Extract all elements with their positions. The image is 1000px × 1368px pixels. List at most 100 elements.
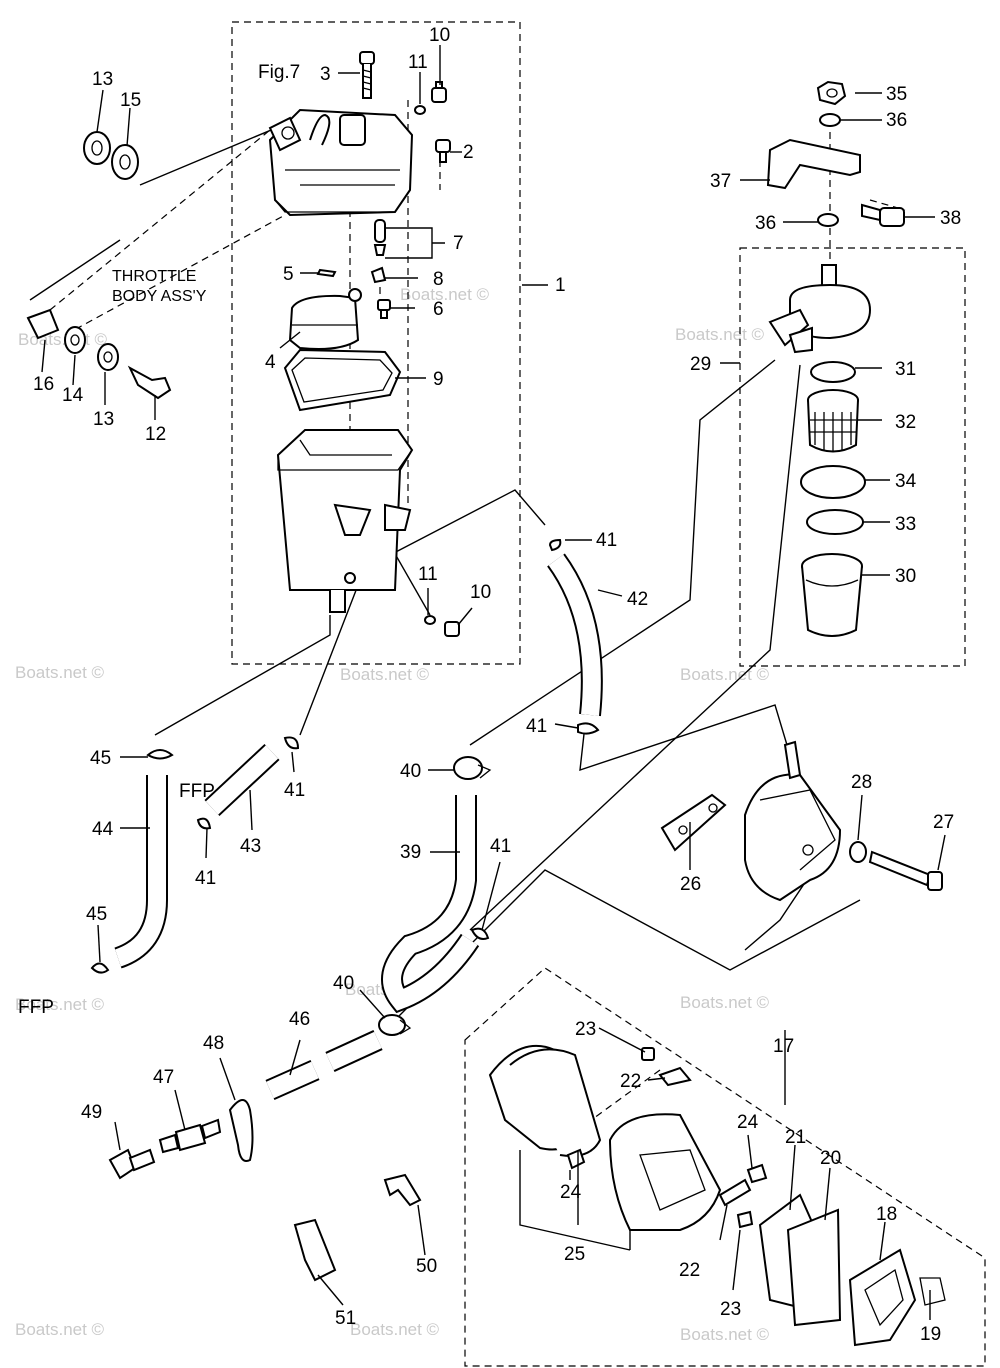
nipple-12[interactable] [127, 365, 172, 400]
screw-23-bottom[interactable] [736, 1210, 754, 1229]
callout-46: 46 [289, 1009, 310, 1030]
o-ring-33[interactable] [806, 509, 864, 535]
holder-51[interactable] [293, 1218, 337, 1282]
callout-40-top: 40 [400, 761, 421, 782]
hose-42[interactable] [547, 553, 603, 717]
clip-41-c[interactable] [283, 736, 300, 750]
screw-24-right[interactable] [746, 1163, 768, 1184]
callout-41-a: 41 [596, 530, 617, 551]
bracket-37[interactable] [766, 138, 861, 190]
seal-14[interactable] [64, 326, 86, 354]
hose-44[interactable] [113, 775, 168, 969]
o-ring-31[interactable] [810, 361, 856, 383]
callout-23-bottom: 23 [720, 1299, 741, 1320]
pump-cap-18[interactable] [848, 1248, 917, 1347]
callout-18: 18 [876, 1204, 897, 1225]
screw-2[interactable] [435, 139, 451, 163]
callout-45-bottom: 45 [86, 904, 107, 925]
callout-11-bottom: 11 [418, 564, 438, 585]
vapor-separator-body[interactable] [276, 429, 414, 613]
screw-6[interactable] [377, 299, 391, 319]
gasket-9[interactable] [283, 348, 402, 412]
screw-10-top[interactable] [431, 81, 447, 103]
screw-19[interactable] [919, 1277, 946, 1306]
callout-17: 17 [773, 1036, 794, 1057]
filter-cup-30[interactable] [801, 553, 863, 637]
washer-11-bottom[interactable] [424, 615, 436, 625]
callout-25: 25 [564, 1244, 585, 1265]
clip-50[interactable] [383, 1173, 422, 1207]
watermark: Boats.net © [15, 1320, 105, 1339]
fuel-pump-17[interactable] [744, 740, 842, 902]
callout-36-top: 36 [886, 110, 907, 131]
washer-36-bottom[interactable] [817, 213, 839, 227]
vapor-separator-cover[interactable] [268, 108, 414, 217]
check-valve-22-top[interactable] [658, 1066, 692, 1087]
washer-11-top[interactable] [414, 105, 426, 115]
clip-41-b[interactable] [577, 722, 600, 735]
watermark: Boats.net © [675, 325, 765, 344]
callout-16: 16 [33, 374, 54, 395]
float-4[interactable] [288, 288, 362, 350]
connector-47[interactable] [158, 1118, 222, 1154]
clip-41-a[interactable] [548, 538, 562, 552]
hose-46[interactable] [265, 1030, 383, 1101]
filter-element-32[interactable] [807, 389, 859, 453]
callout-5: 5 [283, 264, 294, 285]
callout-24-left: 24 [560, 1182, 582, 1203]
bolt-27[interactable] [868, 850, 943, 891]
screw-10-bottom[interactable] [444, 621, 460, 637]
callout-31: 31 [895, 359, 916, 380]
fig7-clip[interactable] [309, 113, 331, 146]
screw-24-left[interactable] [566, 1148, 586, 1170]
callout-41-c: 41 [284, 780, 305, 801]
plug-49[interactable] [108, 1148, 156, 1180]
bolt-38[interactable] [861, 203, 905, 227]
gasket-20[interactable] [786, 1208, 842, 1327]
callout-7: 7 [453, 233, 464, 254]
callout-10-top: 10 [429, 25, 450, 46]
clip-45-top[interactable] [146, 749, 174, 760]
callout-48: 48 [203, 1033, 224, 1054]
clip-8[interactable] [370, 266, 387, 284]
o-ring-34[interactable] [800, 465, 866, 499]
washer-28[interactable] [849, 841, 867, 863]
filter-head-29[interactable] [768, 264, 872, 354]
callout-43: 43 [240, 836, 261, 857]
hose-39[interactable] [381, 795, 480, 1014]
callout-11-top: 11 [408, 52, 428, 73]
clip-41-d[interactable] [196, 817, 212, 830]
hose-43[interactable] [204, 743, 280, 817]
nut-35[interactable] [816, 80, 847, 106]
washer-36-top[interactable] [819, 113, 841, 127]
callout-14: 14 [62, 385, 84, 406]
watermark: Boats.net © [680, 993, 770, 1012]
pump-body-25[interactable] [608, 1113, 722, 1231]
callout-21: 21 [785, 1127, 806, 1148]
screw-23-top[interactable] [641, 1047, 655, 1061]
clip-41-e[interactable] [470, 927, 490, 940]
callout-10-bottom: 10 [470, 582, 491, 603]
float-pin-7[interactable] [373, 219, 387, 256]
seal-13-top[interactable] [83, 131, 111, 165]
callout-36-bottom: 36 [755, 213, 776, 234]
screw-3[interactable] [359, 51, 375, 99]
callout-24-right: 24 [737, 1112, 759, 1133]
connector-16[interactable] [26, 308, 60, 340]
clip-48[interactable] [228, 1099, 254, 1162]
callout-22-bottom: 22 [679, 1260, 700, 1281]
callout-12: 12 [145, 424, 166, 445]
gasket-26[interactable] [660, 793, 727, 852]
clip-40-bottom[interactable] [378, 1014, 412, 1036]
callout-19: 19 [920, 1324, 941, 1345]
pin-5[interactable] [316, 268, 337, 278]
clip-45-bottom[interactable] [90, 962, 110, 974]
seal-13-bottom[interactable] [97, 343, 119, 371]
pump-cover-25[interactable] [488, 1044, 602, 1157]
callout-33: 33 [895, 514, 916, 535]
callout-44: 44 [92, 819, 114, 840]
clip-40-top[interactable] [453, 756, 492, 780]
check-valve-22-bottom[interactable] [718, 1178, 752, 1207]
grommet-15[interactable] [111, 144, 139, 180]
